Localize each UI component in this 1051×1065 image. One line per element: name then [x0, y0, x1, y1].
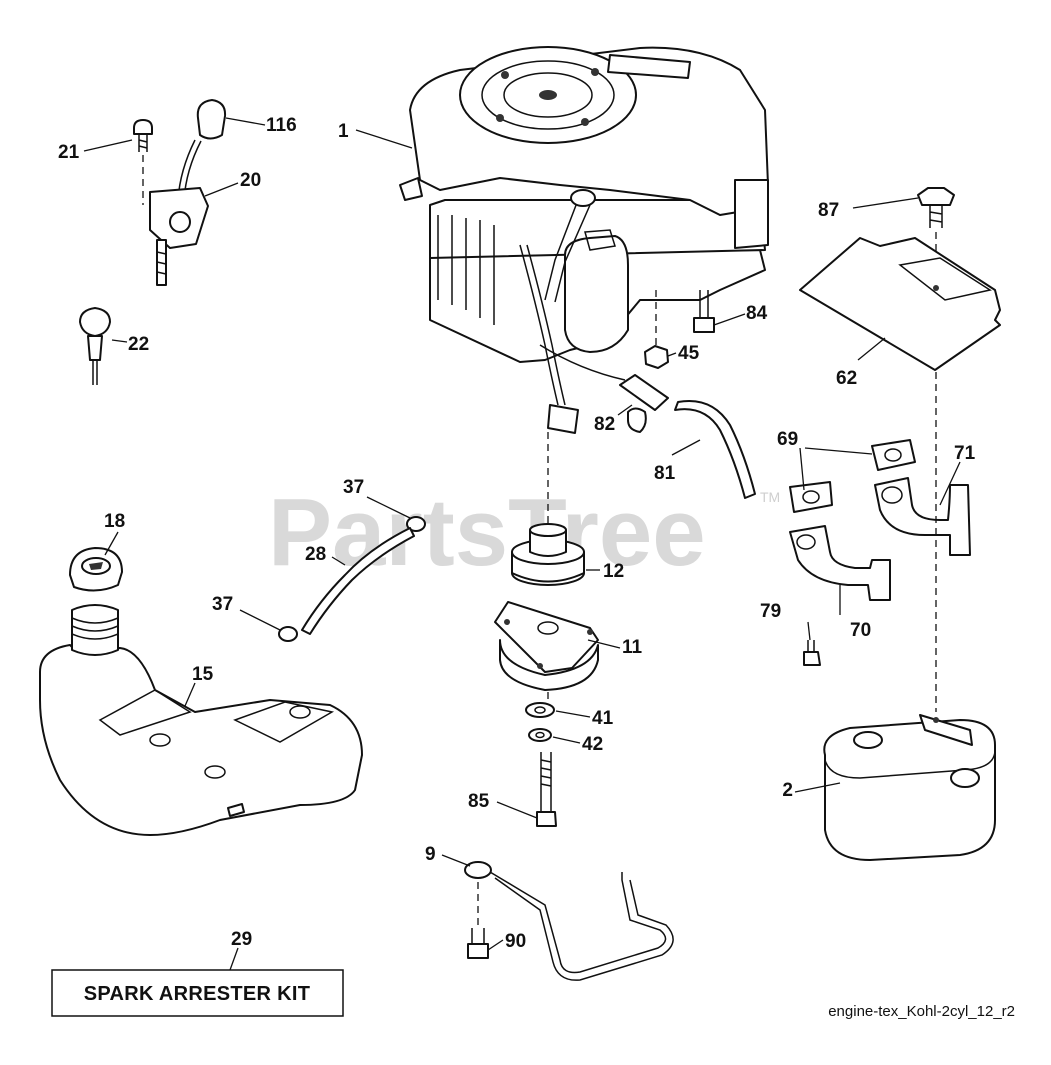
- screw-21[interactable]: [133, 119, 153, 152]
- exhaust-pipe-70[interactable]: [789, 525, 891, 601]
- hose-clamp-lower[interactable]: [278, 626, 298, 642]
- fuel-cap[interactable]: [69, 547, 123, 592]
- fuel-filter[interactable]: [619, 374, 669, 433]
- bolt-87[interactable]: [917, 187, 955, 228]
- engine-assembly[interactable]: [399, 46, 769, 434]
- fuel-tank[interactable]: [39, 604, 363, 836]
- choke-knob[interactable]: [79, 307, 111, 385]
- screw-79[interactable]: [803, 640, 821, 666]
- callout-29: 29: [231, 929, 252, 950]
- drawing-code: engine-tex_Kohl-2cyl_12_r2: [828, 1003, 1015, 1020]
- linkage-rod[interactable]: [464, 861, 674, 981]
- bolt-85[interactable]: [536, 752, 557, 827]
- callout-45: 45: [678, 343, 700, 364]
- callout-37-upper: 37: [343, 477, 364, 498]
- washer-42[interactable]: [528, 728, 552, 742]
- spark-arrester-kit-label: SPARK ARRESTER KIT: [84, 983, 311, 1005]
- spark-arrester-kit-box[interactable]: [51, 969, 344, 1017]
- callout-79: 79: [760, 601, 781, 622]
- callout-70: 70: [850, 620, 871, 641]
- exhaust-pipe-71[interactable]: [874, 477, 971, 556]
- callout-12: 12: [603, 561, 624, 582]
- callout-69: 69: [777, 429, 798, 450]
- callout-62: 62: [836, 368, 857, 389]
- callout-42: 42: [582, 734, 603, 755]
- muffler[interactable]: [823, 714, 996, 861]
- callout-21: 21: [58, 142, 80, 163]
- callout-82: 82: [594, 414, 615, 435]
- callout-37-lower: 37: [212, 594, 233, 615]
- callout-22: 22: [128, 334, 149, 355]
- watermark-brand: PartsTree: [268, 479, 706, 586]
- callout-85: 85: [468, 791, 490, 812]
- fuel-hose-28[interactable]: [301, 527, 415, 635]
- callout-90: 90: [505, 931, 526, 952]
- callout-71: 71: [954, 443, 976, 464]
- screw-84[interactable]: [693, 290, 715, 333]
- pulley[interactable]: [511, 523, 585, 586]
- callout-9: 9: [425, 844, 436, 865]
- callout-15: 15: [192, 664, 214, 685]
- watermark-trademark: TM: [760, 489, 780, 505]
- callout-11: 11: [622, 637, 643, 658]
- throttle-knob[interactable]: [196, 99, 227, 140]
- heat-shield[interactable]: [799, 237, 1001, 371]
- nut-45[interactable]: [644, 345, 669, 369]
- fuel-line-81[interactable]: [674, 400, 756, 499]
- exhaust-gasket-upper[interactable]: [871, 439, 916, 471]
- callout-28: 28: [305, 544, 326, 565]
- bolt-90[interactable]: [467, 928, 489, 959]
- callout-87: 87: [818, 200, 839, 221]
- callout-2: 2: [782, 780, 793, 801]
- callout-41: 41: [592, 708, 614, 729]
- throttle-control[interactable]: [149, 139, 209, 286]
- callout-18: 18: [104, 511, 125, 532]
- callout-81: 81: [654, 463, 676, 484]
- hose-clamp-upper[interactable]: [406, 516, 426, 532]
- callout-116: 116: [266, 115, 297, 136]
- callout-20: 20: [240, 170, 261, 191]
- washer-41[interactable]: [525, 702, 555, 718]
- exhaust-gasket-lower[interactable]: [789, 481, 833, 513]
- callout-1: 1: [338, 121, 349, 142]
- callout-84: 84: [746, 303, 768, 324]
- electric-clutch[interactable]: [494, 601, 599, 691]
